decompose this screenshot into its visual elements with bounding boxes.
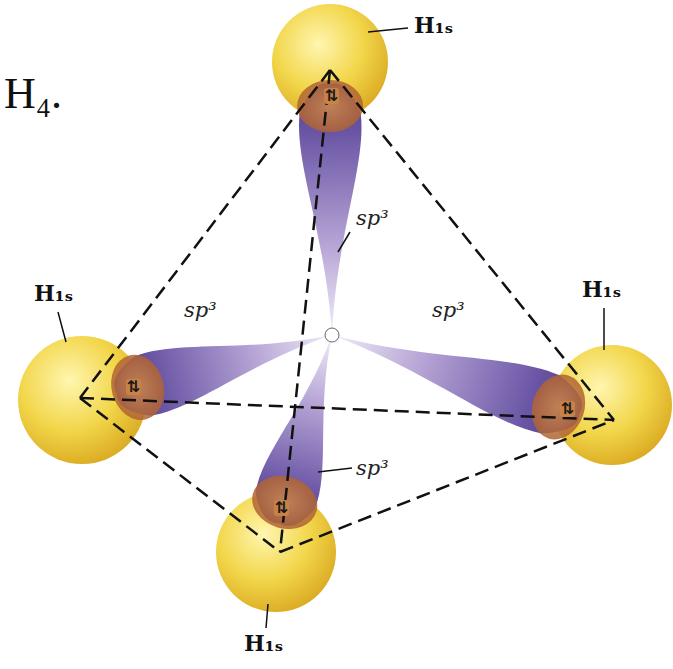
tetrahedron-edge bbox=[80, 70, 330, 398]
hydrogen-1s-orbital bbox=[216, 492, 336, 612]
hydrogen-1s-orbital bbox=[552, 345, 672, 465]
leader-line bbox=[58, 312, 66, 342]
tetrahedron-edge bbox=[330, 70, 614, 420]
orbital-overlap bbox=[246, 468, 324, 536]
orbital-overlap bbox=[297, 80, 363, 133]
tetrahedron-edge bbox=[80, 398, 614, 420]
orbital-overlap bbox=[104, 349, 171, 426]
leader-line bbox=[603, 308, 605, 350]
tetrahedron-edge bbox=[80, 398, 280, 552]
orbital-label: H₁ₛ bbox=[414, 14, 453, 36]
orbital-overlap bbox=[524, 368, 594, 447]
hybrid-label: sp³ bbox=[184, 300, 217, 321]
electron-pair: ⇅ bbox=[560, 401, 575, 417]
carbon-nucleus bbox=[325, 328, 339, 342]
electron-pair: ⇅ bbox=[126, 379, 141, 395]
hybrid-label: sp³ bbox=[356, 458, 389, 479]
orbital-label: H₁ₛ bbox=[582, 278, 621, 300]
hydrogen-1s-orbital bbox=[272, 4, 388, 120]
formula-fragment: H₄. bbox=[4, 72, 62, 116]
leader-line bbox=[338, 232, 350, 252]
orbital-label: H₁ₛ bbox=[34, 282, 73, 304]
leader-line bbox=[368, 28, 408, 32]
electron-pair: ⇅ bbox=[274, 500, 289, 516]
tetrahedron-edge bbox=[280, 70, 330, 552]
orbital-label: H₁ₛ bbox=[244, 632, 283, 654]
leader-line bbox=[318, 468, 352, 472]
hybrid-label: sp³ bbox=[432, 300, 465, 321]
tetrahedron-edge bbox=[280, 420, 614, 552]
electron-pair: ⇅ bbox=[324, 88, 339, 104]
hybrid-label: sp³ bbox=[356, 208, 389, 229]
leader-line bbox=[266, 604, 268, 628]
